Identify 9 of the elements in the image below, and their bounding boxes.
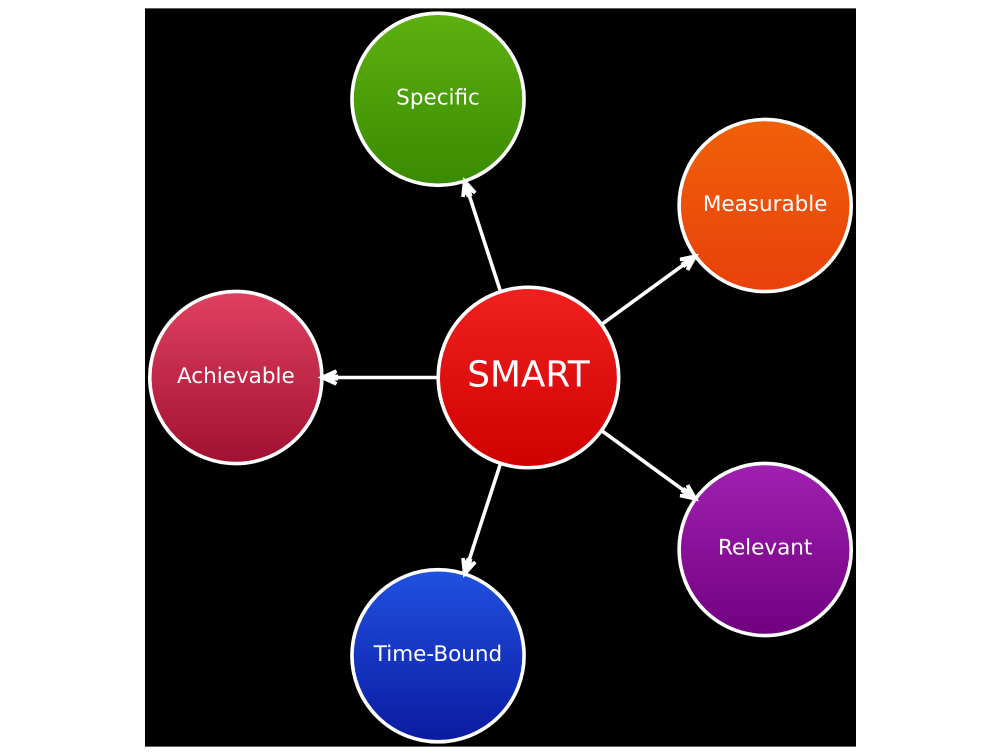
arrow xyxy=(320,369,438,386)
node-circle: SMART xyxy=(436,285,620,470)
arrow xyxy=(600,254,697,326)
arrow xyxy=(600,429,697,501)
node-circle: Achievable xyxy=(147,290,324,466)
node-circle: Specific xyxy=(350,11,526,188)
node-circle: Time-Bound xyxy=(350,568,526,744)
arrow xyxy=(460,179,502,292)
arrow xyxy=(460,463,502,576)
